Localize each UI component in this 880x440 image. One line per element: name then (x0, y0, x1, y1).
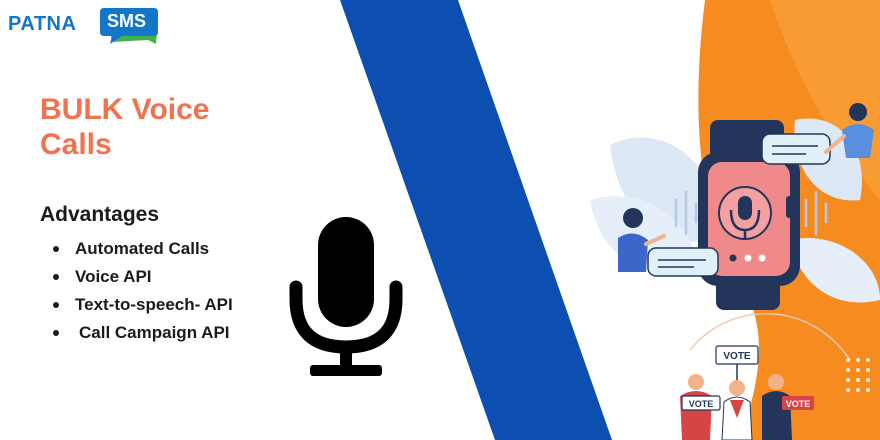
advantages-list: Automated Calls Voice API Text-to-speech… (50, 235, 233, 347)
vote-sign-3: VOTE (786, 399, 811, 409)
chat-bubble-icon (100, 8, 158, 44)
microphone-icon (289, 217, 403, 376)
list-item: Voice API (50, 263, 233, 291)
title-line-1: BULK Voice (40, 93, 210, 126)
advantages-heading: Advantages (40, 203, 160, 226)
vote-sign-1: VOTE (723, 351, 751, 362)
vote-sign-2: VOTE (689, 399, 714, 409)
list-item: Text-to-speech- API (50, 291, 233, 319)
brand-logo[interactable]: PATNA SMS (6, 4, 176, 52)
list-item: Call Campaign API (50, 319, 233, 347)
page-title: BULK Voice Calls (40, 92, 280, 162)
brand-badge: SMS (107, 11, 147, 31)
list-item: Automated Calls (50, 235, 233, 263)
brand-word: PATNA (8, 13, 77, 35)
title-line-2: Calls (40, 128, 112, 162)
diagonal-stripe (340, 0, 612, 440)
